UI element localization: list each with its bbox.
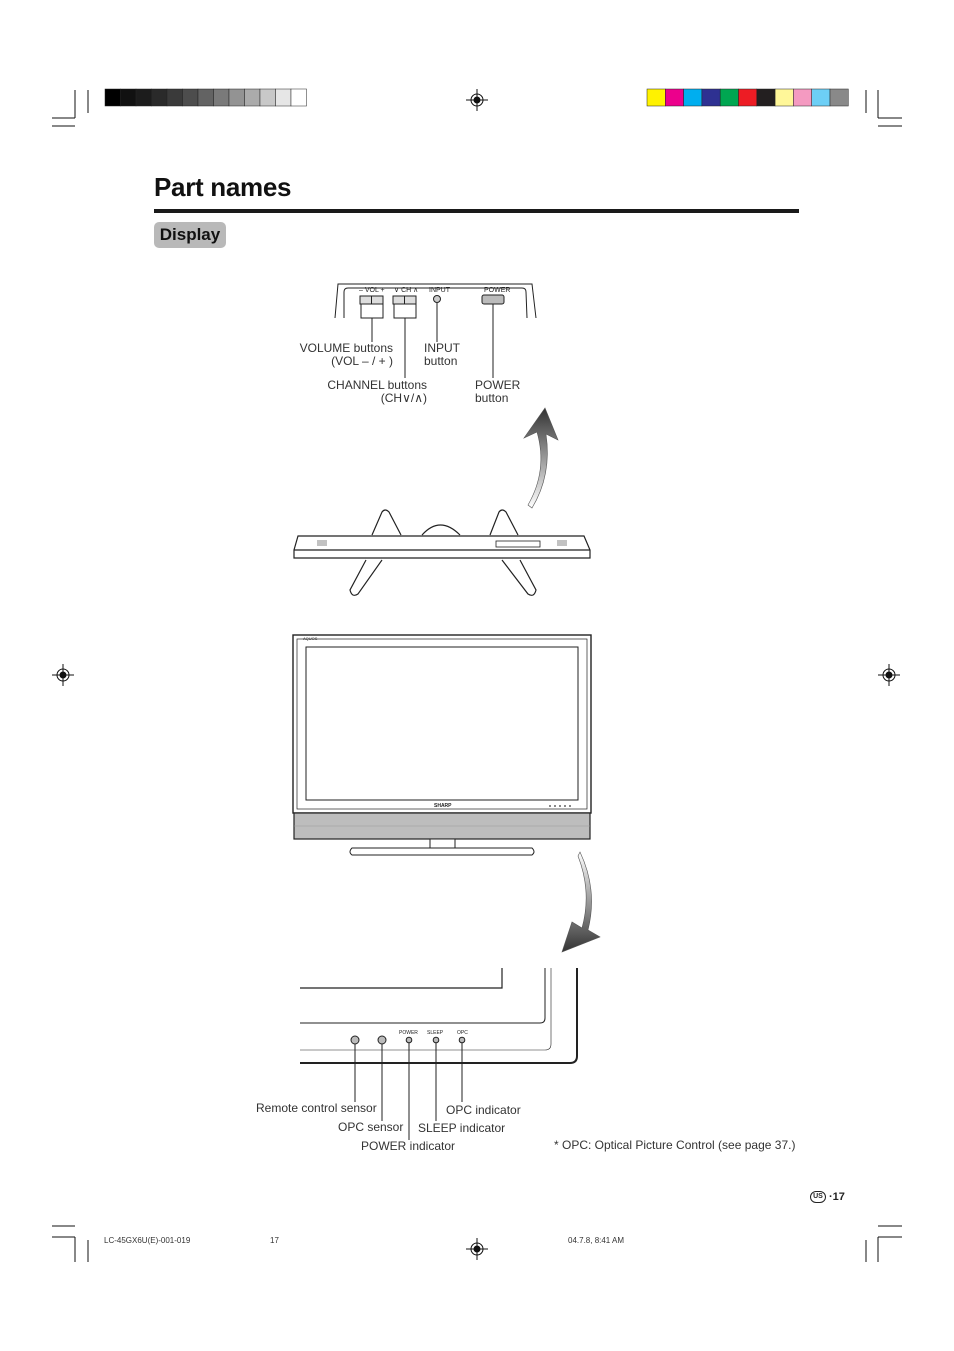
callout-power-button: POWER button [475, 378, 521, 405]
grayscale-bar [104, 88, 307, 107]
callout-opc-indicator: OPC indicator [446, 1103, 521, 1117]
sleep-indicator-shape [432, 1036, 440, 1044]
color-swatch [829, 88, 849, 107]
registration-mark-icon [52, 664, 74, 686]
remote-sensor-shape [350, 1035, 360, 1045]
opc-sensor-shape [377, 1035, 387, 1045]
page-number: US ·17 [810, 1191, 845, 1203]
stand-leg [489, 509, 519, 536]
print-page: 17 [270, 1236, 279, 1245]
callout-power-indicator: POWER indicator [361, 1139, 456, 1153]
color-swatch [290, 88, 307, 107]
input-button-shape [433, 295, 441, 303]
callout-volume-buttons: VOLUME buttons (VOL – / + ) [299, 341, 393, 368]
title-rule [154, 209, 799, 213]
print-file-name: LC-45GX6U(E)-001-019 [104, 1236, 191, 1245]
power-panel-mark: POWER [399, 1030, 418, 1036]
print-timestamp: 04.7.8, 8:41 AM [568, 1236, 625, 1245]
ch-panel-label: ∨ CH ∧ [394, 287, 418, 294]
region-badge: US [810, 1191, 826, 1203]
brand-logo: SHARP [434, 803, 452, 809]
callout-sleep-indicator: SLEEP indicator [418, 1121, 506, 1135]
arrow-up-icon [523, 407, 559, 509]
power-indicator-shape [405, 1036, 413, 1044]
input-panel-label: INPUT [429, 287, 451, 294]
registration-mark-icon [466, 1238, 488, 1260]
panel-inner-edge [343, 287, 528, 319]
crop-mark-top-right [865, 90, 902, 127]
crop-mark-bottom-left [52, 1225, 89, 1262]
callout-opc-sensor: OPC sensor [338, 1120, 404, 1134]
arrow-down-icon [561, 851, 601, 953]
crop-mark-bottom-right [865, 1225, 902, 1262]
crop-mark-top-left [52, 90, 89, 127]
screen-corner [300, 968, 503, 989]
opc-panel-mark: OPC [457, 1030, 468, 1036]
stand-neck [421, 524, 461, 536]
page-title: Part names [154, 172, 292, 202]
corner-logo: AQUOS [303, 636, 318, 641]
tv-stand-base [349, 847, 535, 856]
callout-input-button: INPUT button [424, 341, 460, 368]
panel-edge [334, 283, 537, 319]
page-number-text: ·17 [829, 1191, 845, 1203]
power-panel-label: POWER [484, 287, 510, 294]
vol-panel-label: – VOL + [359, 287, 385, 294]
registration-mark-icon [466, 89, 488, 111]
tv-screen [305, 646, 579, 801]
section-badge: Display [154, 222, 226, 248]
callout-remote-sensor: Remote control sensor [256, 1101, 377, 1115]
opc-indicator-shape [458, 1036, 466, 1044]
stand-leg [371, 509, 402, 536]
footnote: * OPC: Optical Picture Control (see page… [554, 1138, 796, 1152]
bezel-edge [300, 968, 578, 1064]
color-bar [646, 88, 849, 107]
stand-leg [501, 559, 537, 596]
callout-channel-buttons: CHANNEL buttons (CH∨/∧) [327, 378, 427, 405]
registration-mark-icon [878, 664, 900, 686]
sleep-panel-mark: SLEEP [427, 1030, 444, 1036]
stand-leg [349, 559, 383, 596]
